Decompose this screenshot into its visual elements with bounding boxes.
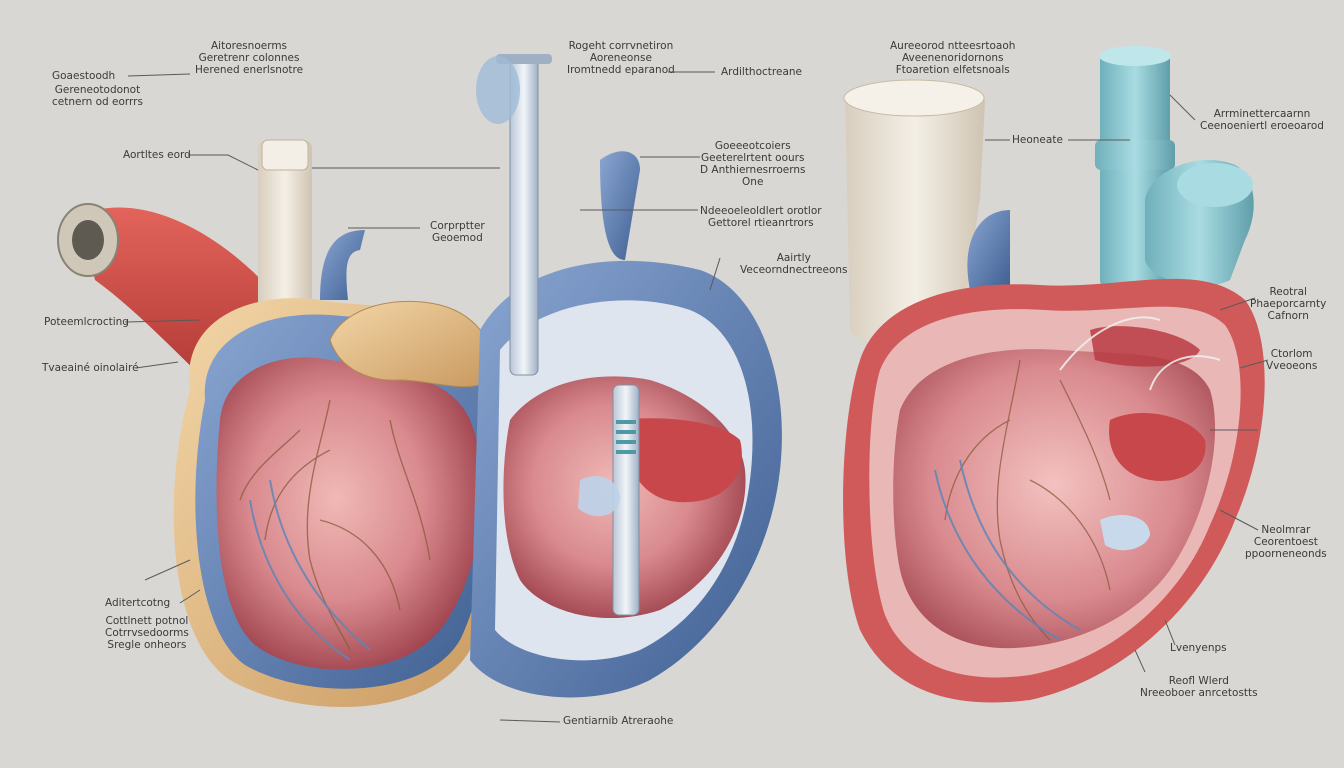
label-tc-3: Corprptter Geoemod	[430, 220, 485, 244]
blue-vessel	[320, 230, 365, 300]
label-tc-4: Goeeeotcoiers Geeterelrtent oours D Anth…	[700, 140, 806, 188]
cream-cylinder	[845, 84, 985, 352]
label-tr-1: Aureeorod ntteesrtoaoh Aveenenoridornons…	[890, 40, 1016, 76]
label-tc-6: Aairtly Veceorndnectreeons	[740, 252, 848, 276]
label-tr-5: Ctorlom Vveoeons	[1266, 348, 1318, 372]
left-heart	[57, 54, 782, 708]
label-tl-2: Gereneotodonot cetnern od eorrrs	[52, 84, 143, 108]
label-tl-1: Goaestoodh	[52, 70, 116, 82]
label-tr-8: Reofl Wlerd Nreeoboer anrcetostts	[1140, 675, 1258, 699]
label-tc-1: Rogeht corrvnetiron Aoreneonse Iromtnedd…	[567, 40, 675, 76]
label-tr-7: Lvenyenps	[1170, 642, 1227, 654]
label-tr-6: Neolmrar Ceorentoest ppoorneneonds	[1245, 524, 1327, 560]
label-tl-7: Aditertcotng	[105, 597, 171, 609]
label-tr-4: Reotral Phaeporcarnty Cafnorn	[1250, 286, 1327, 322]
label-tl-4: Aortltes eord	[123, 149, 191, 161]
label-tl-5: Poteemlcrocting	[44, 316, 129, 328]
label-tl-6: Tvaeainé oinolairé	[42, 362, 139, 374]
label-tr-2: Heoneate	[1012, 134, 1063, 146]
catheter-cap	[476, 56, 520, 124]
label-tc-5: Ndeeoeleoldlert orotlor Gettorel rtieanr…	[700, 205, 822, 229]
label-tc-7: Gentiarnib Atreraohe	[563, 715, 674, 727]
label-tr-3: Arrminettercaarnn Ceenoeniertl eroeoarod	[1200, 108, 1324, 132]
leader-lines	[124, 71, 1269, 723]
left-heart-body	[216, 357, 483, 670]
label-tc-2: Ardilthoctreane	[721, 66, 802, 78]
right-heart	[843, 46, 1265, 703]
label-tl-3: Aitoresnoerms Geretrenr colonnes Herened…	[195, 40, 304, 76]
cream-tube	[258, 140, 312, 330]
label-tl-8: Cottlnett potnol Cotrrvsedoorms Sregle o…	[105, 615, 189, 651]
